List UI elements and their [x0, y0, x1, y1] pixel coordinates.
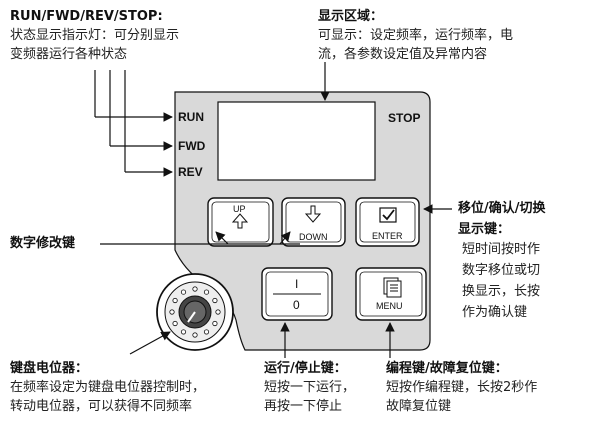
enter-key-label: ENTER — [372, 231, 403, 241]
stop-indicator-label: STOP — [388, 111, 421, 125]
program-key-desc-line2: 故障复位键 — [386, 399, 452, 414]
knurl-dot — [192, 332, 198, 338]
rev-indicator-label: REV — [178, 165, 203, 179]
potentiometer-leader — [129, 331, 171, 355]
menu-key[interactable] — [355, 267, 427, 321]
knurl-dot — [212, 320, 218, 327]
indicator-leader-lines — [94, 70, 173, 177]
knurl-dot — [180, 289, 187, 295]
run-stop-key[interactable] — [261, 267, 333, 321]
shift-key-title-line1: 移位/确认/切换 — [458, 201, 546, 216]
run-key-symbol: I — [295, 277, 299, 291]
run-stop-title: 运行/停止键： — [264, 361, 347, 376]
document-stack-icon — [383, 277, 402, 298]
knurl-dot — [180, 329, 187, 335]
potentiometer-title: 键盘电位器： — [10, 361, 89, 376]
knurl-dot — [203, 289, 210, 295]
knurl-dot — [169, 309, 175, 315]
run-stop-desc-line2: 再按一下停止 — [264, 399, 343, 414]
indicator-desc-line2: 变频器运行各种状态 — [10, 47, 128, 62]
program-key-desc-line1: 短按作编程键，长按2秒作 — [386, 380, 538, 395]
shift-key-desc-line1: 短时间按时作 — [462, 242, 541, 257]
shift-key-desc-line2: 数字移位或切 — [462, 263, 541, 278]
fwd-indicator-label: FWD — [178, 139, 206, 153]
display-screen — [217, 101, 376, 181]
knurl-dot — [192, 286, 198, 292]
menu-key-label: MENU — [376, 301, 403, 311]
potentiometer-desc-line2: 转动电位器，可以获得不同频率 — [10, 399, 193, 414]
up-arrow-icon — [231, 213, 249, 229]
program-key-title: 编程键/故障复位键： — [386, 361, 508, 376]
digit-edit-title: 数字修改键 — [10, 236, 76, 251]
run-stop-desc-line1: 短按一下运行， — [264, 380, 356, 395]
shift-key-title-line2: 显示键： — [458, 222, 511, 237]
display-desc-line1: 可显示：设定频率，运行频率，电 — [318, 28, 514, 43]
shift-key-desc-line4: 作为确认键 — [462, 305, 528, 320]
knurl-dot — [212, 297, 218, 304]
down-key-label: DOWN — [299, 232, 328, 242]
knurl-dot — [203, 329, 210, 335]
down-key[interactable] — [281, 197, 346, 247]
display-title: 显示区域： — [318, 9, 384, 24]
indicator-desc-line1: 状态显示指示灯：可分别显示 — [10, 28, 180, 43]
knurl-dot — [172, 320, 178, 327]
stop-key-symbol: 0 — [293, 298, 300, 312]
indicator-title: RUN/FWD/REV/STOP: — [10, 9, 163, 24]
run-indicator-label: RUN — [178, 110, 204, 124]
display-desc-line2: 流，各参数设定值及异常内容 — [318, 47, 488, 62]
potentiometer-knob[interactable] — [156, 273, 234, 351]
potentiometer-desc-line1: 在频率设定为键盘电位器控制时， — [10, 380, 206, 395]
knurl-dot — [215, 309, 221, 315]
knurl-dot — [172, 297, 178, 304]
shift-key-desc-line3: 换显示，长按 — [462, 284, 541, 299]
digit-edit-leader — [100, 231, 300, 245]
down-arrow-icon — [304, 205, 322, 223]
up-key-label: UP — [233, 204, 246, 214]
enter-key[interactable] — [355, 197, 420, 247]
